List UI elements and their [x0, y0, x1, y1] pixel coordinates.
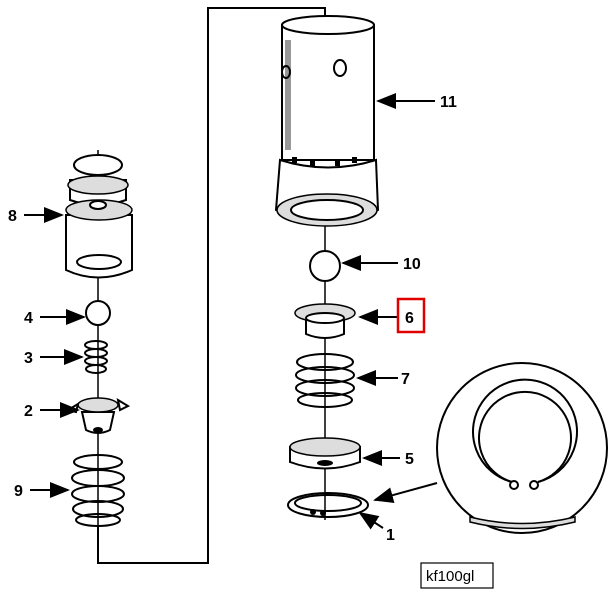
label-part-11: 11 — [440, 94, 457, 111]
part-2-retainer — [65, 397, 131, 434]
label-part-5: 5 — [405, 451, 414, 468]
label-part-10: 10 — [403, 256, 421, 273]
part-4-ball — [85, 300, 111, 326]
part-9-spring — [71, 454, 125, 527]
label-part-9: 9 — [14, 483, 23, 500]
part-6-seat — [294, 303, 356, 339]
label-part-1: 1 — [386, 527, 395, 544]
part-3-spring — [84, 340, 108, 374]
snap-ring-detail-inset — [436, 362, 608, 534]
part-1-snap-ring — [287, 492, 369, 518]
part-11-housing — [274, 15, 380, 227]
label-part-2: 2 — [24, 403, 33, 420]
figure-code: kf100gl — [426, 568, 474, 585]
label-part-7: 7 — [401, 371, 410, 388]
part-8-valve-body — [65, 154, 133, 279]
label-part-3: 3 — [24, 350, 33, 367]
part-5-washer — [289, 437, 361, 470]
label-part-4: 4 — [24, 310, 33, 327]
label-part-6: 6 — [405, 310, 414, 327]
part-10-ball — [309, 250, 341, 282]
label-part-8: 8 — [8, 208, 17, 225]
part-7-spring — [295, 353, 355, 408]
assembly-line — [97, 7, 326, 564]
highlight-box-part-6 — [396, 297, 426, 334]
leader-arrows — [24, 93, 438, 530]
figure-code-box — [420, 562, 494, 589]
